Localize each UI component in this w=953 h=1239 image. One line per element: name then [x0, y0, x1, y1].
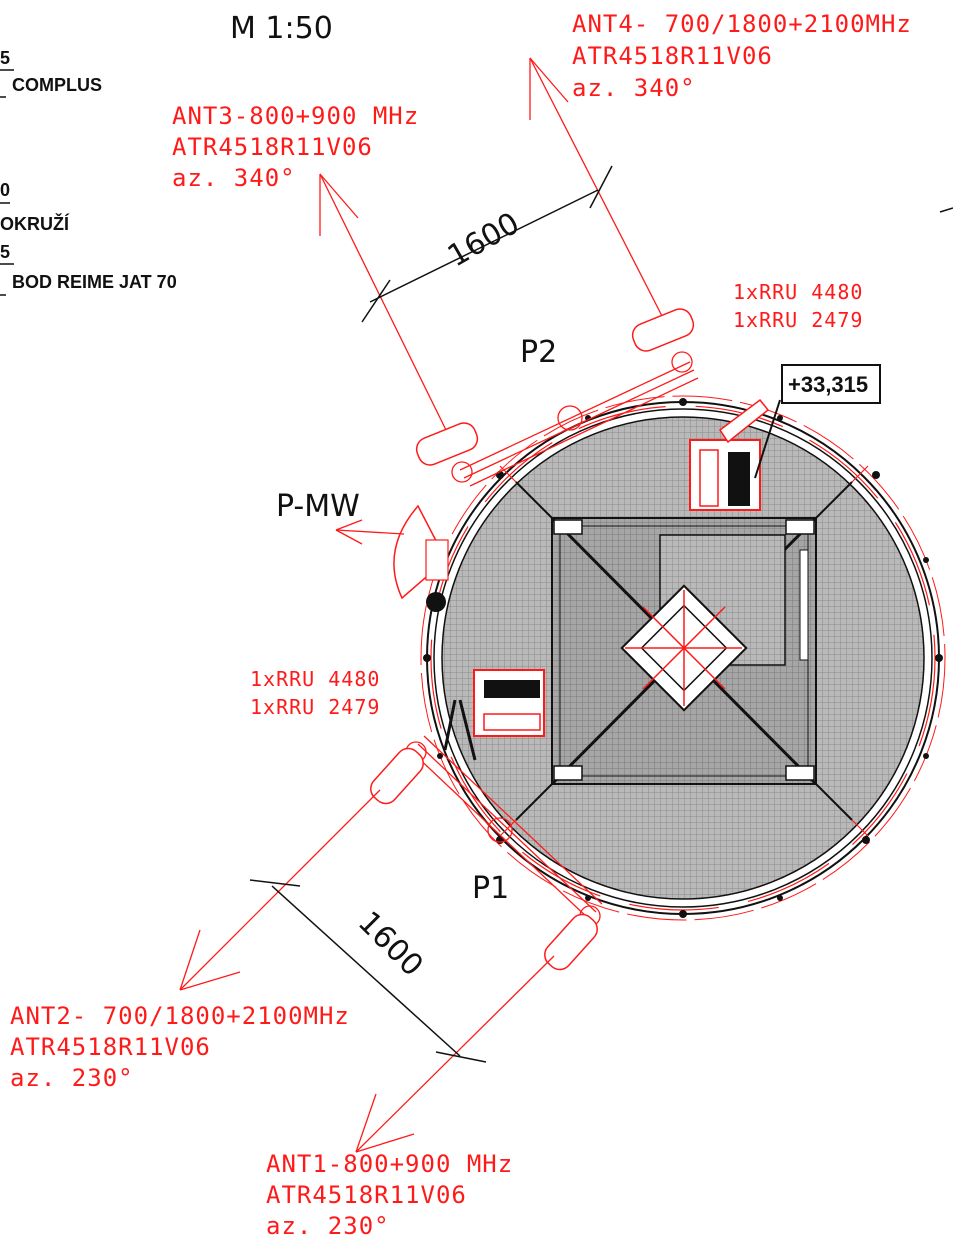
antenna-panel-ant4	[631, 308, 695, 352]
antenna-panel-ant3	[415, 422, 479, 466]
elevation-tag: +33,315	[781, 364, 881, 404]
legend-fragment-3: 5	[0, 242, 10, 262]
antenna-panel-ant2	[370, 747, 424, 805]
dimension-lower	[249, 879, 487, 1063]
antenna-panel-ant1	[544, 913, 598, 971]
dimension-lower-value: 1600	[351, 905, 430, 984]
ant3-title: ANT3-800+900 MHz	[172, 102, 419, 130]
ant2-azimuth: az. 230°	[10, 1064, 134, 1092]
rru-top-line1: 1xRRU 4480	[733, 280, 863, 304]
rru-unit-left	[443, 669, 545, 761]
ant2-model: ATR4518R11V06	[10, 1033, 211, 1061]
ant3-model: ATR4518R11V06	[172, 133, 373, 161]
ant4-azimuth: az. 340°	[572, 74, 696, 102]
annotation-rru-left: 1xRRU 4480 1xRRU 2479	[250, 667, 380, 719]
rru-left-line2: 1xRRU 2479	[250, 695, 380, 719]
annotation-ant4: ANT4- 700/1800+2100MHz ATR4518R11V06 az.…	[572, 10, 912, 102]
dimension-upper-value: 1600	[442, 206, 526, 274]
annotation-ant3: ANT3-800+900 MHz ATR4518R11V06 az. 340°	[172, 102, 419, 192]
ant2-title: ANT2- 700/1800+2100MHz	[10, 1002, 350, 1030]
dimension-upper	[361, 165, 613, 323]
position-p1: P1	[472, 871, 509, 906]
mount-arm-p1	[405, 735, 603, 927]
ant1-model: ATR4518R11V06	[266, 1181, 467, 1209]
mount-arm-p2	[451, 351, 699, 487]
ant1-azimuth: az. 230°	[266, 1212, 390, 1239]
ant1-title: ANT1-800+900 MHz	[266, 1150, 513, 1178]
legend: 5 COMPLUS 0 OKRUŽÍ 5 BOD REIME JAT 70	[0, 48, 177, 296]
ant4-title: ANT4- 700/1800+2100MHz	[572, 10, 912, 38]
scale-label: M 1:50	[230, 11, 333, 46]
ant4-model: ATR4518R11V06	[572, 42, 773, 70]
position-pmw: P-MW	[276, 489, 360, 524]
rru-top-line2: 1xRRU 2479	[733, 308, 863, 332]
legend-item-3: BOD REIME JAT 70	[12, 272, 177, 292]
microwave-dish	[393, 504, 449, 612]
platform	[420, 395, 946, 921]
position-p2: P2	[520, 335, 557, 370]
legend-item-2: OKRUŽÍ	[0, 213, 70, 234]
annotation-rru-top: 1xRRU 4480 1xRRU 2479	[733, 280, 863, 332]
ant3-azimuth: az. 340°	[172, 164, 296, 192]
legend-fragment-2: 0	[0, 180, 10, 200]
legend-fragment-1: 5	[0, 48, 10, 68]
legend-item-1: COMPLUS	[12, 75, 102, 95]
annotation-ant2: ANT2- 700/1800+2100MHz ATR4518R11V06 az.…	[10, 1002, 350, 1092]
direction-lines	[179, 57, 663, 1153]
elevation-value: +33,315	[788, 372, 868, 397]
annotation-ant1: ANT1-800+900 MHz ATR4518R11V06 az. 230°	[266, 1150, 513, 1239]
rru-left-line1: 1xRRU 4480	[250, 667, 380, 691]
rru-unit-top	[689, 398, 781, 511]
